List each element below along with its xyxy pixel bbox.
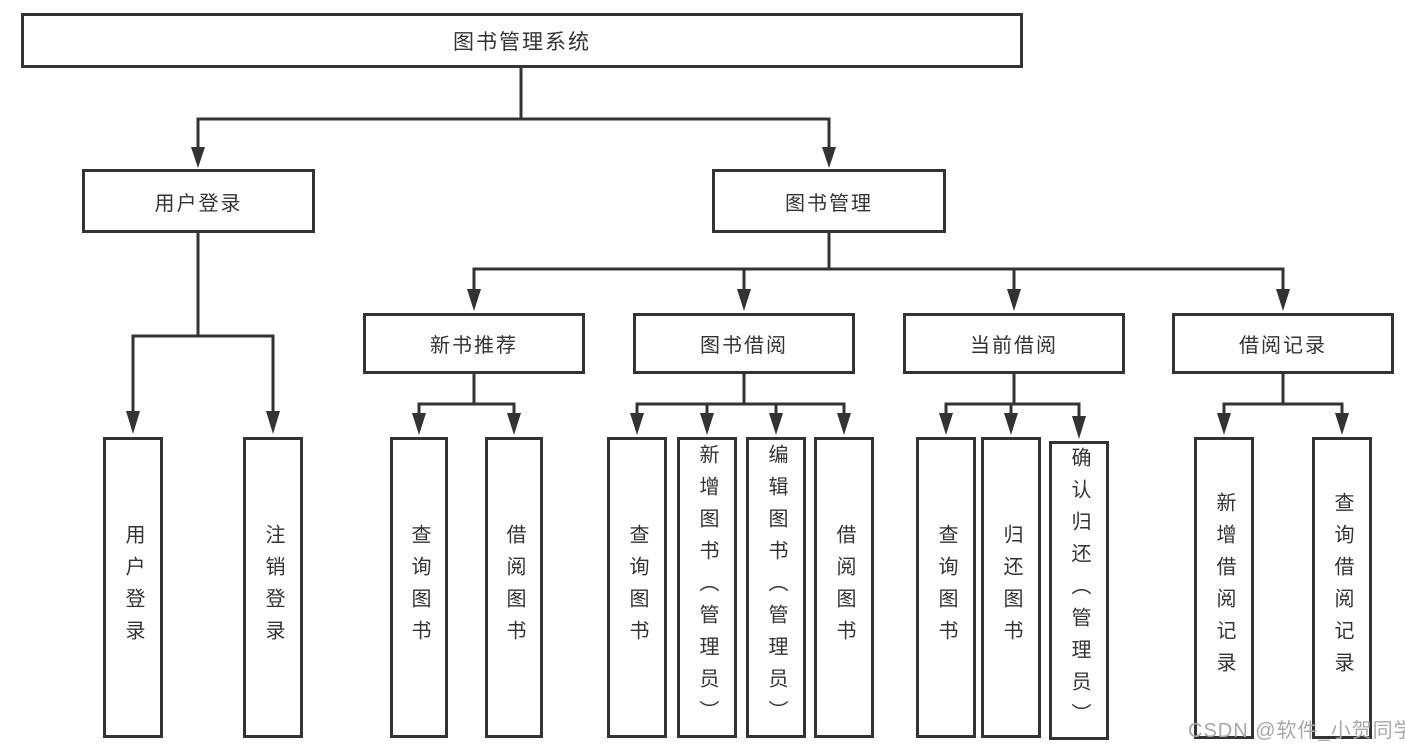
node-borrow-borrow-books: 借阅图书 bbox=[814, 437, 874, 738]
node-book-borrowing: 图书借阅 bbox=[633, 313, 855, 374]
node-records-query-record: 查询借阅记录 bbox=[1312, 437, 1372, 739]
connector-book-management-sections bbox=[467, 232, 1290, 311]
node-records-add-record: 新增借阅记录 bbox=[1194, 437, 1254, 739]
node-borrowing-records: 借阅记录 bbox=[1172, 313, 1394, 374]
connector-recommend-children bbox=[412, 374, 521, 435]
watermark: CSDN @软件_小贺同学 bbox=[1188, 720, 1405, 742]
node-current-return-books: 归还图书 bbox=[981, 437, 1041, 738]
connector-root-to-level2 bbox=[191, 68, 836, 168]
connector-records-children bbox=[1217, 374, 1349, 435]
node-current-borrowing: 当前借阅 bbox=[903, 313, 1125, 374]
node-recommend-query-books: 查询图书 bbox=[390, 437, 448, 738]
node-user-login: 用户登录 bbox=[82, 169, 315, 233]
connector-current-children bbox=[939, 374, 1086, 439]
node-recommend-borrow-books: 借阅图书 bbox=[485, 437, 543, 738]
node-borrow-query-books: 查询图书 bbox=[607, 437, 667, 738]
connector-user-login-children bbox=[126, 232, 280, 434]
node-new-book-recommendation: 新书推荐 bbox=[363, 313, 585, 374]
node-borrow-add-books-admin: 新增图书（管理员） bbox=[677, 437, 737, 738]
node-book-management: 图书管理 bbox=[712, 169, 946, 233]
node-logout-action: 注销登录 bbox=[243, 437, 303, 738]
node-current-query-books: 查询图书 bbox=[916, 437, 976, 738]
node-root: 图书管理系统 bbox=[21, 13, 1023, 68]
node-borrow-edit-books-admin: 编辑图书（管理员） bbox=[746, 437, 806, 738]
node-user-login-action: 用户登录 bbox=[103, 437, 163, 738]
node-current-confirm-return-admin: 确认归还（管理员） bbox=[1049, 441, 1109, 740]
connector-borrow-children bbox=[630, 374, 851, 435]
